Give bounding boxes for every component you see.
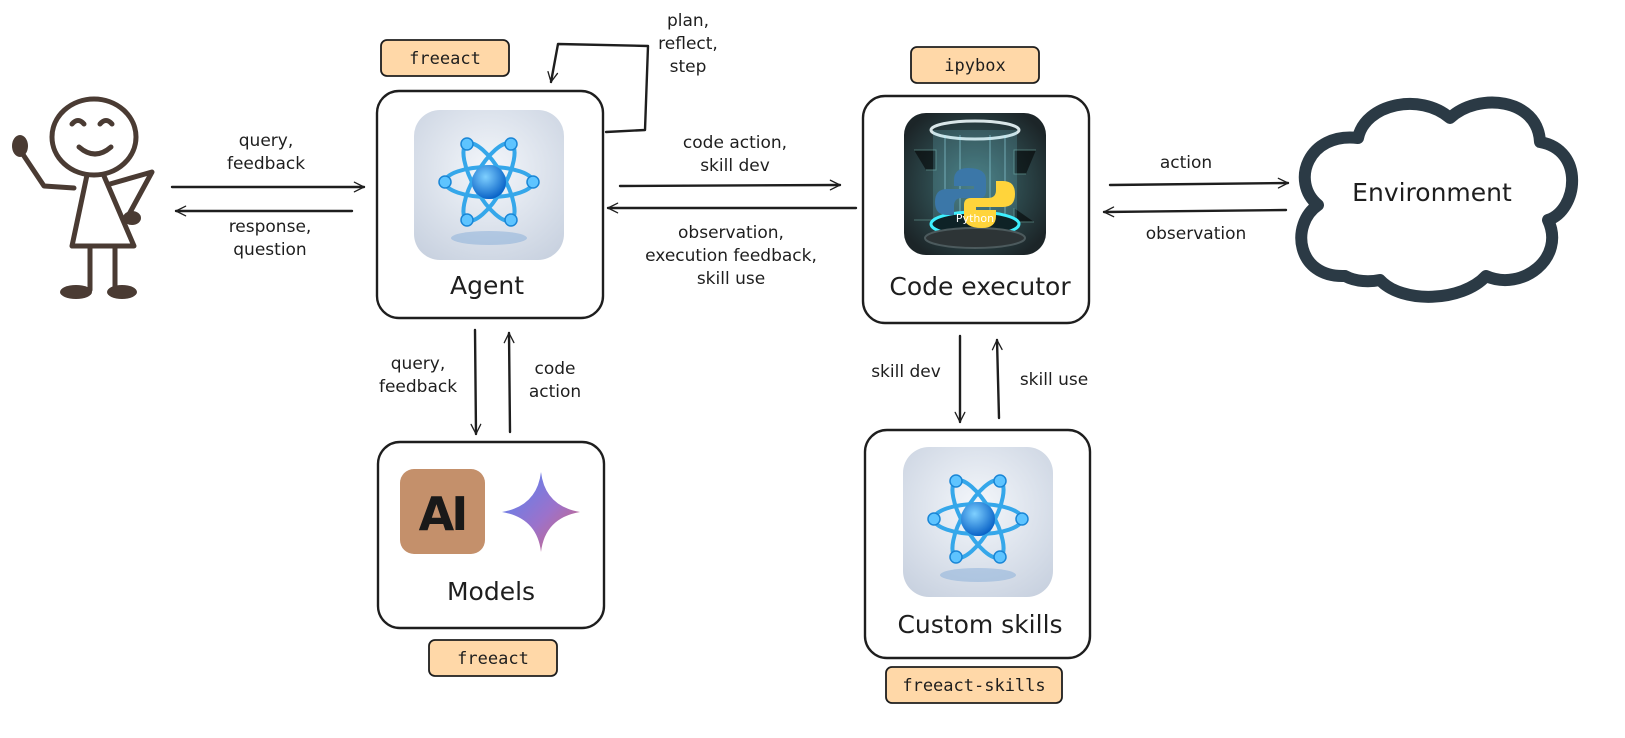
code-executor-title: Code executor [889, 272, 1071, 301]
agent-node: Agent [375, 89, 605, 320]
edge-label-line: skill dev [700, 156, 770, 176]
arrow-agent-to-executor [618, 179, 842, 191]
anthropic-logo-icon: AI [400, 469, 485, 554]
edge-label-line: skill dev [871, 362, 941, 382]
anthropic-logo-text: AI [419, 487, 466, 541]
cloud-icon [1295, 96, 1579, 303]
edge-label-executor-to-agent: observation, execution feedback, skill use [645, 223, 817, 289]
edge-label-line: feedback [379, 377, 457, 397]
custom-skills-title: Custom skills [897, 610, 1062, 639]
custom-skills-tag: freeact-skills [885, 666, 1063, 704]
edge-label-skills-to-executor: skill use [1020, 370, 1088, 390]
agent-tag: freeact [380, 39, 510, 77]
edge-label-line: code [535, 359, 576, 379]
agent-title: Agent [450, 271, 524, 300]
edge-label-line: code action, [683, 133, 787, 153]
code-executor-tag-label: ipybox [944, 56, 1005, 76]
models-tag-label: freeact [457, 649, 529, 669]
edge-label-agent-self-loop: plan, reflect, step [658, 11, 718, 77]
user-figure [12, 96, 155, 299]
edge-label-line: reflect, [658, 34, 718, 54]
edge-label-executor-to-skills: skill dev [871, 362, 941, 382]
environment-title: Environment [1352, 178, 1512, 207]
edge-label-line: step [670, 57, 707, 77]
stick-figure-waving-icon [12, 96, 155, 299]
edge-label-line: question [233, 240, 306, 260]
environment-node: Environment [1295, 96, 1579, 303]
custom-skills-node: Custom skills [863, 428, 1092, 660]
edge-label-line: response, [229, 217, 312, 237]
arrow-skills-to-executor [991, 338, 1003, 420]
arrow-agent-self-loop [547, 42, 650, 134]
edge-label-environment-to-executor: observation [1146, 224, 1247, 244]
edge-label-line: observation, [678, 223, 784, 243]
edge-label-line: execution feedback, [645, 246, 817, 266]
edge-label-models-to-agent: code action [529, 359, 581, 402]
atom-icon [412, 108, 566, 262]
code-executor-tag: ipybox [910, 46, 1040, 84]
code-executor-node: Python Code executor [861, 94, 1091, 325]
arrow-models-to-agent [503, 331, 515, 434]
python-label: Python [956, 212, 994, 225]
arrow-agent-to-models [470, 328, 482, 436]
gemini-sparkle-icon [502, 472, 580, 552]
edge-label-line: skill use [1020, 370, 1088, 390]
custom-skills-tag-label: freeact-skills [902, 676, 1045, 696]
atom-icon [901, 445, 1055, 599]
edge-label-line: observation [1146, 224, 1247, 244]
arrow-environment-to-executor [1102, 206, 1288, 218]
edge-label-line: query, [391, 354, 445, 374]
edge-label-line: feedback [227, 154, 305, 174]
edge-label-agent-to-executor: code action, skill dev [683, 133, 787, 176]
edge-label-user-to-agent: query, feedback [227, 131, 305, 174]
agent-tag-label: freeact [409, 49, 481, 69]
edge-label-line: query, [239, 131, 293, 151]
edge-label-executor-to-environment: action [1160, 153, 1212, 173]
edge-label-agent-to-models: query, feedback [379, 354, 457, 397]
python-sandbox-icon: Python [904, 113, 1046, 255]
edge-label-agent-to-user: response, question [229, 217, 312, 260]
models-node: AI Models [376, 440, 606, 630]
edge-label-line: action [1160, 153, 1212, 173]
arrow-executor-to-environment [1108, 177, 1290, 189]
edge-label-line: skill use [697, 269, 765, 289]
models-title: Models [447, 577, 535, 606]
models-tag: freeact [428, 639, 558, 677]
edge-label-line: action [529, 382, 581, 402]
edge-label-line: plan, [667, 11, 709, 31]
